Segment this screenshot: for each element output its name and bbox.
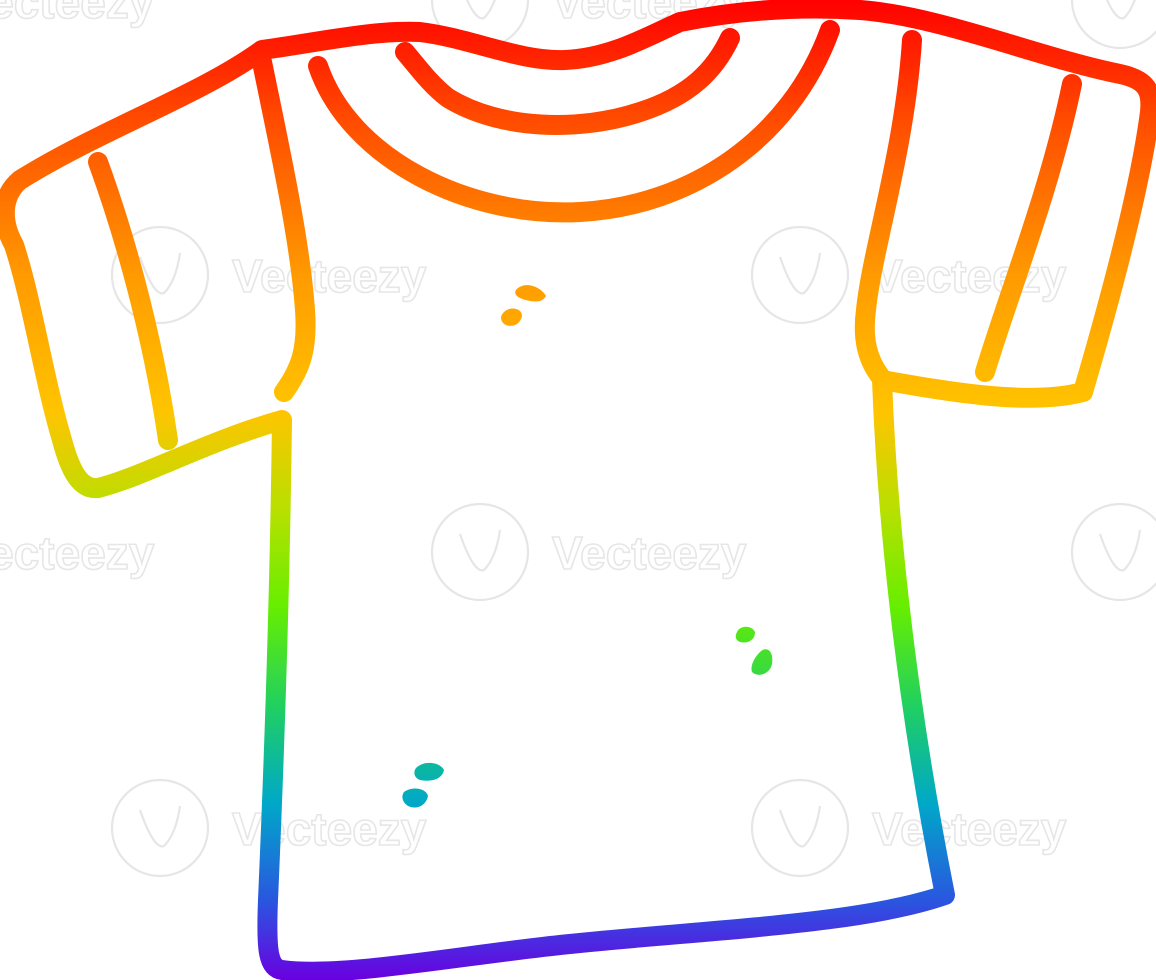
watermark-text: Vecteezy — [232, 250, 427, 302]
vecteezy-logo-icon — [430, 502, 530, 602]
stain-dot — [735, 626, 755, 643]
collar-outer — [308, 20, 840, 223]
watermark-text: Vecteezy — [552, 527, 747, 579]
vecteezy-logo-icon — [110, 225, 210, 325]
left-sleeve-seam — [252, 52, 316, 402]
watermark-layer: Vecteezy Vecteezy Vecteezy Vecteezy Vect… — [0, 0, 1156, 878]
right-sleeve-seam — [854, 30, 922, 386]
right-cuff-line — [975, 74, 1082, 382]
stain-dot — [515, 285, 546, 302]
vecteezy-logo-icon — [1070, 502, 1156, 602]
watermark-text: Vecteezy — [872, 250, 1067, 302]
vecteezy-logo-icon — [750, 778, 850, 878]
vecteezy-logo-icon — [750, 225, 850, 325]
vecteezy-logo-icon — [110, 778, 210, 878]
watermark-text: Vecteezy — [872, 803, 1067, 855]
watermark-text: Vecteezy — [0, 527, 155, 579]
stain-dot — [414, 762, 444, 781]
stain-dot — [751, 649, 773, 675]
stain-marks — [402, 285, 773, 808]
watermark-text: Vecteezy — [0, 0, 155, 28]
left-cuff-line — [88, 152, 178, 450]
collar-inner — [395, 28, 740, 135]
stain-dot — [501, 308, 522, 326]
vecteezy-logo-icon — [1070, 0, 1156, 50]
stain-dot — [402, 788, 428, 808]
